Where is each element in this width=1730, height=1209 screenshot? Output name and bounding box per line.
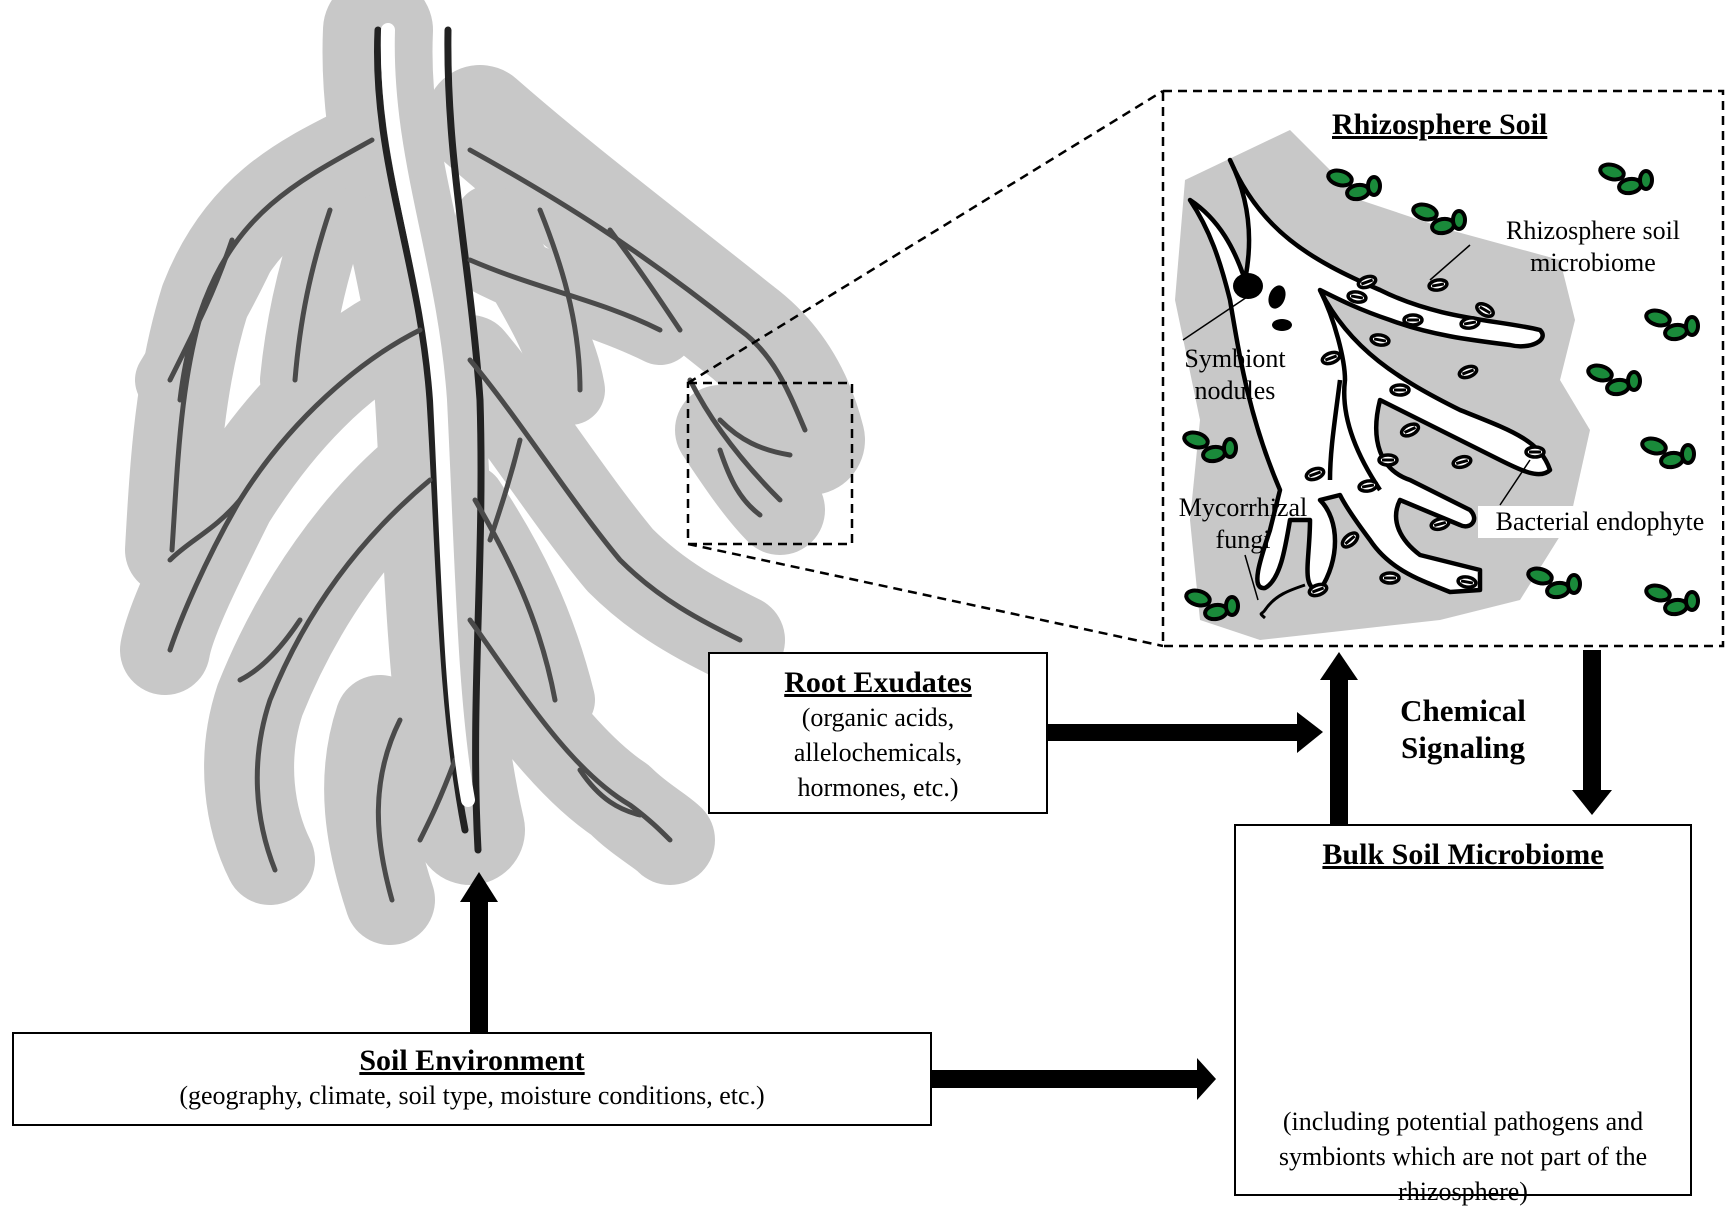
arrow-down-head: [1572, 790, 1612, 815]
soil-environment-title: Soil Environment: [14, 1044, 930, 1078]
root-exudates-title: Root Exudates: [710, 666, 1046, 700]
chemical-signaling-label: Chemical Signaling: [1368, 692, 1558, 766]
label-mycorrhizal-line1: Mycorrhizal: [1168, 492, 1318, 524]
label-symbiont-line2: nodules: [1170, 375, 1300, 407]
arrow-soil-bulk-shaft: [932, 1070, 1197, 1088]
label-rhizosphere-microbiome: Rhizosphere soil microbiome: [1480, 215, 1706, 279]
bulk-soil-desc-line2: symbionts which are not part of the: [1236, 1139, 1690, 1174]
label-rhizosphere-microbiome-line1: Rhizosphere soil: [1480, 215, 1706, 247]
root-exudates-desc-line2: allelochemicals,: [710, 735, 1046, 770]
label-mycorrhizal-line2: fungi: [1168, 524, 1318, 556]
arrow-soil-root-shaft: [470, 902, 488, 1032]
chemical-signaling-line1: Chemical: [1368, 692, 1558, 729]
root-exudates-box: Root Exudates (organic acids, allelochem…: [708, 652, 1048, 814]
label-symbiont-line1: Symbiont: [1170, 343, 1300, 375]
arrow-down-shaft: [1583, 650, 1601, 790]
bulk-soil-illustration-space: [1236, 872, 1690, 1104]
arrow-soil-bulk-head: [1197, 1058, 1216, 1100]
chemical-signaling-line2: Signaling: [1368, 729, 1558, 766]
soil-environment-box: Soil Environment (geography, climate, so…: [12, 1032, 932, 1126]
label-bacterial-endophyte: Bacterial endophyte: [1478, 506, 1722, 538]
soil-environment-desc: (geography, climate, soil type, moisture…: [14, 1078, 930, 1113]
bulk-soil-desc-line1: (including potential pathogens and: [1236, 1104, 1690, 1139]
symbiont-nodule: [1233, 273, 1263, 299]
arrow-up-shaft: [1330, 680, 1348, 825]
arrow-exudates-head: [1297, 712, 1323, 753]
bulk-soil-desc-line3: rhizosphere): [1236, 1174, 1690, 1209]
root-exudates-desc-line3: hormones, etc.): [710, 770, 1046, 805]
root-exudates-desc-line1: (organic acids,: [710, 700, 1046, 735]
arrow-up-head: [1320, 652, 1358, 680]
rhizosphere-title: Rhizosphere Soil: [1332, 108, 1547, 142]
bulk-soil-box: Bulk Soil Microbiome (including potentia…: [1234, 824, 1692, 1196]
label-rhizosphere-microbiome-line2: microbiome: [1480, 247, 1706, 279]
zoom-line-top: [688, 91, 1163, 383]
arrow-exudates-shaft: [1047, 724, 1297, 741]
bulk-soil-title: Bulk Soil Microbiome: [1236, 838, 1690, 872]
label-symbiont-nodules: Symbiont nodules: [1170, 343, 1300, 407]
label-mycorrhizal-fungi: Mycorrhizal fungi: [1168, 492, 1318, 556]
